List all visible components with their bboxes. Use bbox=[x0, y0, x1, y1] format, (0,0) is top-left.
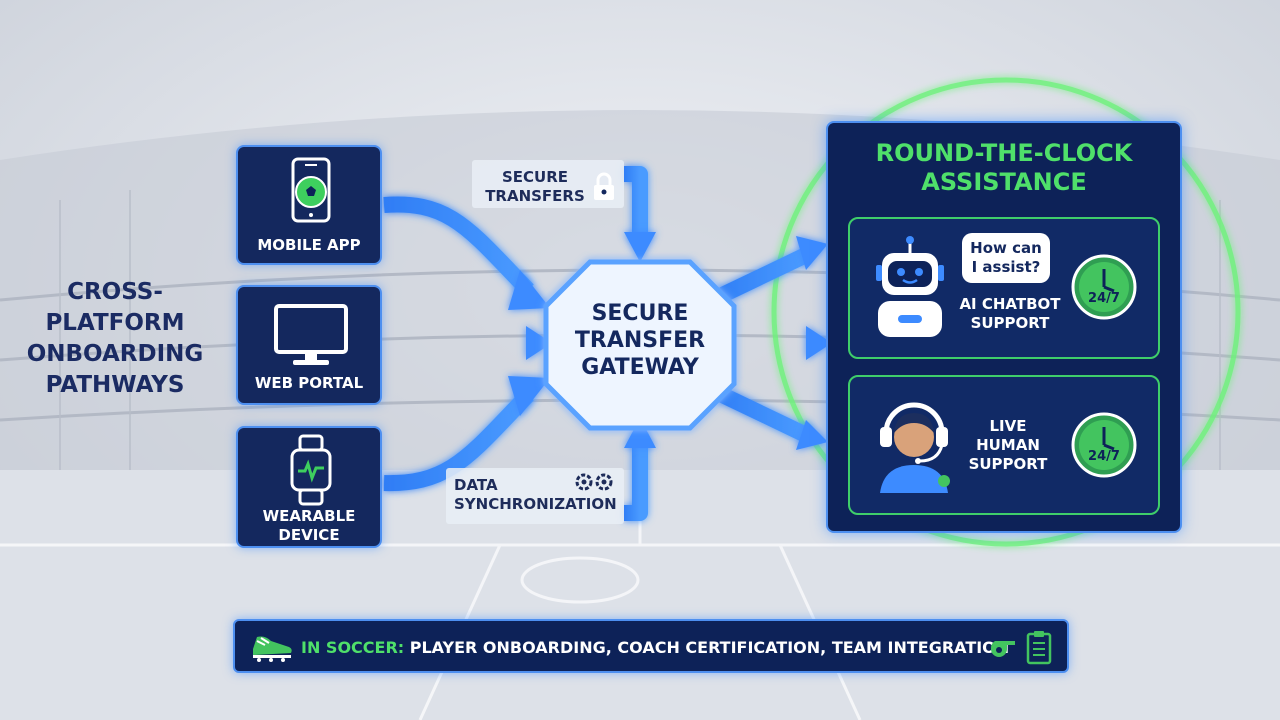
source-label: MOBILE APP bbox=[257, 236, 361, 254]
banner-prefix: IN SOCCER: bbox=[301, 638, 410, 657]
soccer-use-case-banner: IN SOCCER: PLAYER ONBOARDING, COACH CERT… bbox=[233, 619, 1069, 673]
whistle-icon bbox=[990, 641, 1015, 657]
clock-24-7-icon: 24/7 bbox=[1068, 409, 1140, 481]
smartphone-soccer-icon bbox=[291, 157, 331, 223]
headset-agent-icon bbox=[880, 402, 950, 493]
secure-transfers-label: SECURE TRANSFERS bbox=[485, 168, 585, 205]
gears-icon bbox=[575, 473, 613, 491]
smartwatch-icon bbox=[290, 434, 332, 506]
banner-content: PLAYER ONBOARDING, COACH CERTIFICATION, … bbox=[409, 638, 1010, 657]
robot-icon bbox=[876, 236, 944, 337]
assistance-panel: ROUND-THE-CLOCK ASSISTANCE How can I ass… bbox=[826, 121, 1182, 533]
clipboard-icon bbox=[1026, 631, 1052, 665]
gateway-label: SECURE TRANSFER GATEWAY bbox=[574, 301, 706, 380]
human-support-label: LIVE HUMAN SUPPORT bbox=[968, 417, 1048, 473]
diagram-title: CROSS- PLATFORM ONBOARDING PATHWAYS bbox=[26, 279, 204, 398]
source-label: WEB PORTAL bbox=[254, 374, 364, 392]
clock-24-7-icon: 24/7 bbox=[1068, 251, 1140, 323]
padlock-icon bbox=[594, 172, 614, 200]
source-mobile-app: MOBILE APP bbox=[236, 145, 382, 265]
banner-text: IN SOCCER: PLAYER ONBOARDING, COACH CERT… bbox=[301, 638, 1009, 658]
clock-label: 24/7 bbox=[1088, 291, 1120, 306]
data-sync-tag: DATA SYNCHRONIZATION bbox=[454, 476, 620, 514]
clock-label: 24/7 bbox=[1088, 449, 1120, 464]
source-label: WEARABLE DEVICE bbox=[262, 507, 356, 544]
monitor-icon bbox=[274, 304, 348, 365]
data-sync-label: DATA SYNCHRONIZATION bbox=[454, 476, 617, 513]
chatbot-speech-bubble: How can I assist? bbox=[962, 233, 1050, 283]
source-web-portal: WEB PORTAL bbox=[236, 285, 382, 405]
chatbot-card: How can I assist? AI CHATBOT SUPPORT 24/… bbox=[848, 217, 1160, 359]
human-support-card: LIVE HUMAN SUPPORT 24/7 bbox=[848, 375, 1160, 515]
source-wearable-device: WEARABLE DEVICE bbox=[236, 426, 382, 548]
soccer-cleat-icon bbox=[253, 636, 292, 662]
assistance-title: ROUND-THE-CLOCK ASSISTANCE bbox=[875, 139, 1133, 196]
secure-transfers-tag: SECURE TRANSFERS bbox=[480, 168, 590, 206]
chatbot-label: AI CHATBOT SUPPORT bbox=[959, 295, 1061, 332]
